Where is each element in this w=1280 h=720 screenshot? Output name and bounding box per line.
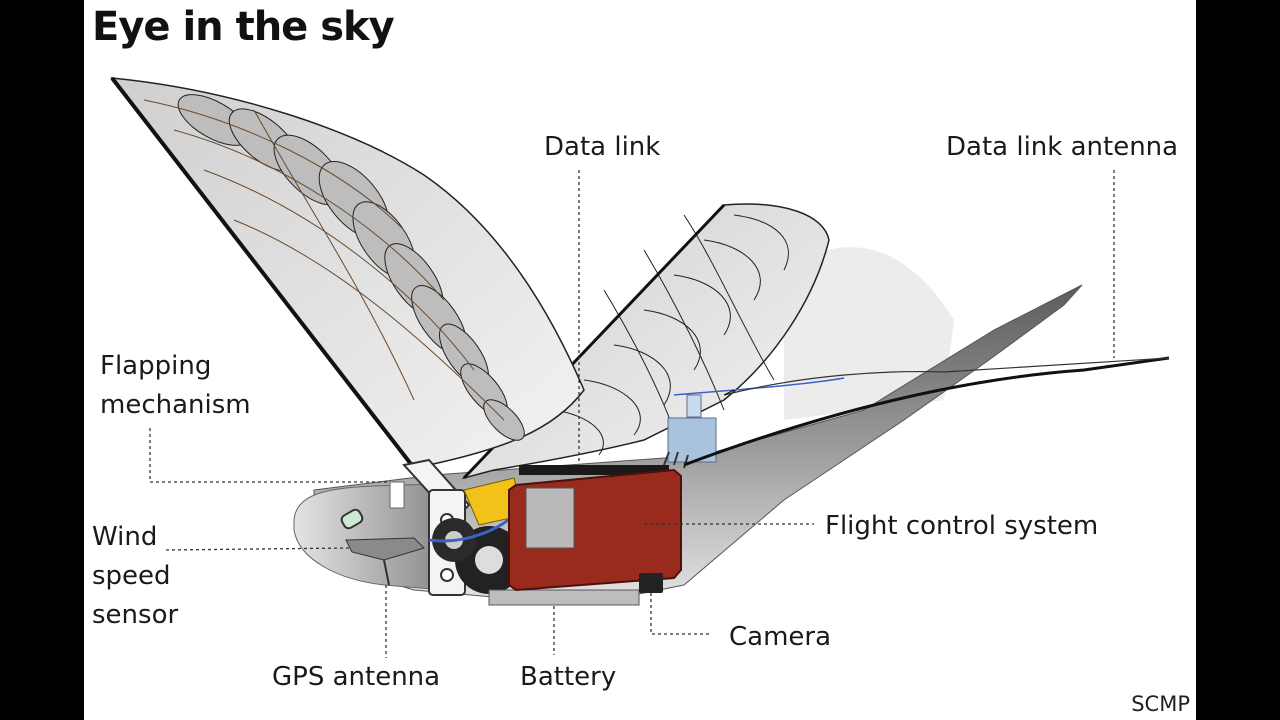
mount-plate (389, 481, 405, 509)
drone-nose (293, 483, 445, 591)
leader-flapping-mechanism (149, 428, 389, 483)
label-data-link: Data link (544, 132, 661, 162)
label-flight-control-system: Flight control system (825, 511, 1099, 541)
drone-illustration (110, 76, 1170, 658)
wind-speed-sensor (345, 537, 425, 561)
leader-lines (149, 170, 1115, 658)
leader-wind-speed-sensor (165, 547, 350, 551)
diagram-panel: Eye in the sky Data link Data link anten… (84, 0, 1196, 720)
leader-camera (650, 593, 709, 635)
label-gps-antenna: GPS antenna (272, 662, 441, 692)
credit-scmp: SCMP (1131, 692, 1190, 716)
camera (639, 573, 663, 593)
label-wind-speed-sensor: Wind speed sensor (92, 522, 179, 630)
front-wing-feathers (177, 94, 525, 441)
label-battery: Battery (520, 662, 617, 692)
label-data-link-antenna: Data link antenna (946, 132, 1179, 162)
label-camera: Camera (729, 622, 832, 652)
label-flapping-mechanism: Flapping mechanism (100, 351, 251, 420)
data-link-module (519, 465, 669, 475)
data-link-antenna (683, 356, 1170, 467)
gps-antenna (383, 559, 390, 586)
battery (488, 589, 640, 606)
front-wing-veins (143, 99, 505, 421)
diagram-title: Eye in the sky (92, 4, 395, 50)
